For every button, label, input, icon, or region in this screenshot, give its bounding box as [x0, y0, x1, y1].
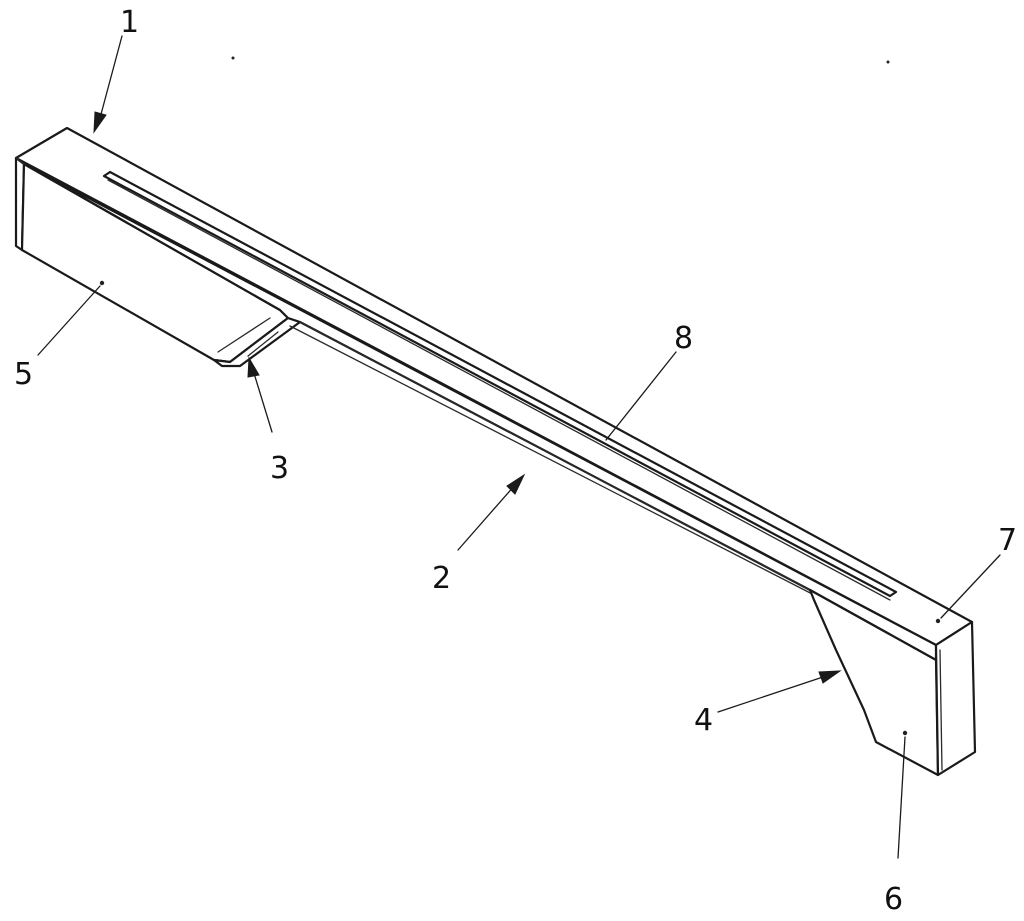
ref-label-4: 4	[694, 703, 713, 738]
leaders	[37, 35, 1001, 859]
left-leg-detail-2	[247, 331, 279, 357]
ref-label-3: 3	[270, 451, 289, 486]
corner-edge	[15, 157, 25, 165]
ref-label-1: 1	[120, 5, 139, 40]
ref-label-8: 8	[674, 321, 693, 356]
ref-label-6: 6	[884, 882, 903, 917]
ref-label-2: 2	[432, 561, 451, 596]
leader-1	[99, 35, 123, 119]
speck	[231, 56, 235, 60]
dot-7	[935, 618, 941, 624]
right-end-edge	[939, 649, 943, 771]
arrow-1	[93, 111, 107, 134]
leader-4	[717, 675, 827, 713]
front-lower-edge	[299, 321, 811, 591]
leader-5	[37, 285, 101, 356]
leader-2	[457, 484, 516, 551]
arrow-4	[818, 670, 842, 684]
left-leg-detail	[217, 317, 271, 353]
leader-6	[897, 736, 906, 859]
dot-5	[99, 280, 105, 286]
slot-outline	[102, 170, 898, 598]
leader-7	[940, 554, 1001, 619]
handle-body	[14, 126, 977, 777]
arrow-3	[247, 356, 260, 378]
front-inner-edge	[289, 325, 821, 599]
arrow-2	[506, 473, 526, 495]
dot-6	[902, 730, 908, 736]
speck-2	[886, 60, 890, 64]
front-face	[22, 162, 938, 662]
slot-inner-line	[107, 179, 891, 601]
ref-label-7: 7	[998, 523, 1017, 558]
ref-label-5: 5	[14, 357, 33, 392]
leader-3	[252, 369, 273, 433]
leader-8	[605, 351, 677, 441]
right-end-face	[934, 620, 977, 777]
slot-groove	[102, 170, 898, 601]
